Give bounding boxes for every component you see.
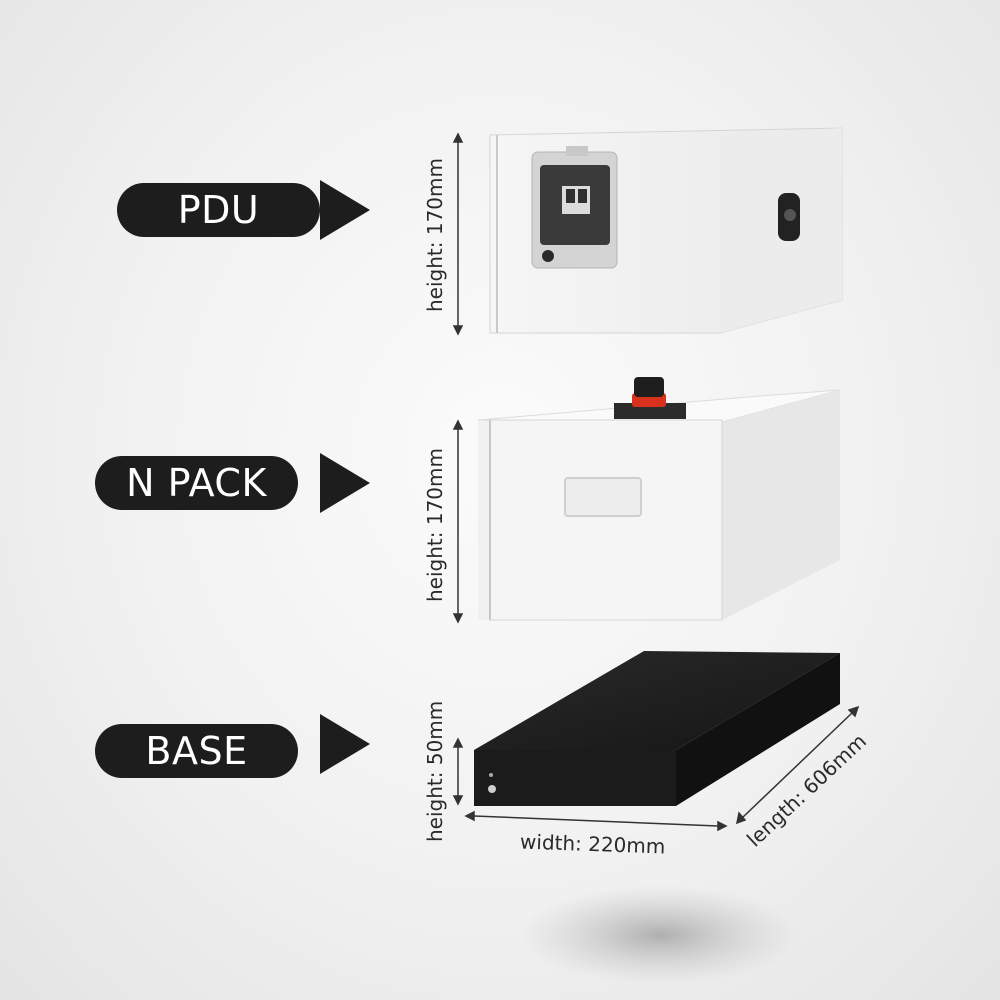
handle-recess-icon xyxy=(564,477,642,517)
npack-label-text: N PACK xyxy=(126,461,267,505)
power-connector-icon xyxy=(614,377,686,419)
npack-height-label: height: 170mm xyxy=(423,448,447,602)
power-button-icon xyxy=(488,785,496,793)
arrow-right-icon xyxy=(320,180,370,240)
breaker-switch-icon xyxy=(531,146,618,269)
base-module xyxy=(474,651,840,806)
arrow-right-icon xyxy=(320,714,370,774)
base-label: BASE xyxy=(95,724,298,778)
pdu-module xyxy=(489,127,843,334)
pdu-label-text: PDU xyxy=(177,188,260,232)
base-width-label: width: 220mm xyxy=(519,829,666,859)
pdu-label: PDU xyxy=(117,183,320,237)
base-label-text: BASE xyxy=(145,729,248,773)
pdu-height-label: height: 170mm xyxy=(423,158,447,312)
arrow-right-icon xyxy=(320,453,370,513)
npack-label: N PACK xyxy=(95,456,298,510)
dimension-lines xyxy=(452,132,860,832)
floor-shadow xyxy=(520,885,800,985)
base-height-label: height: 50mm xyxy=(423,700,447,842)
npack-module xyxy=(477,377,841,621)
power-led-icon xyxy=(489,773,493,777)
